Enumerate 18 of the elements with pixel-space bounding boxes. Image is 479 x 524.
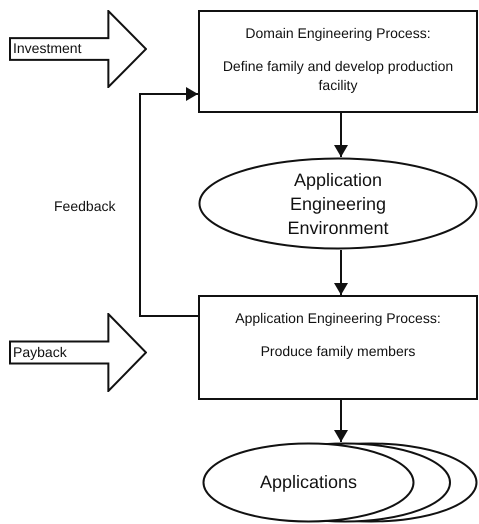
box-heading: Domain Engineering Process: [245,24,431,43]
block-arrow [9,313,147,392]
ellipse [198,157,478,250]
process-box [198,295,478,400]
arrow-label: Investment [13,40,82,58]
process-box [198,10,478,113]
ellipse-text: Application Engineering Environment [286,168,390,240]
arrow [334,400,348,442]
block-arrow [9,10,147,88]
ellipse-text: Applications [260,471,358,494]
arrow [334,113,348,157]
box-text: Define family and develop production facility [222,57,454,95]
box-heading: Application Engineering Process: [235,309,441,328]
arrow [334,250,348,295]
stacked-ellipses [202,442,478,523]
arrow-label: Payback [13,344,67,362]
box-text: Produce family members [260,342,416,361]
arrow [139,87,198,317]
